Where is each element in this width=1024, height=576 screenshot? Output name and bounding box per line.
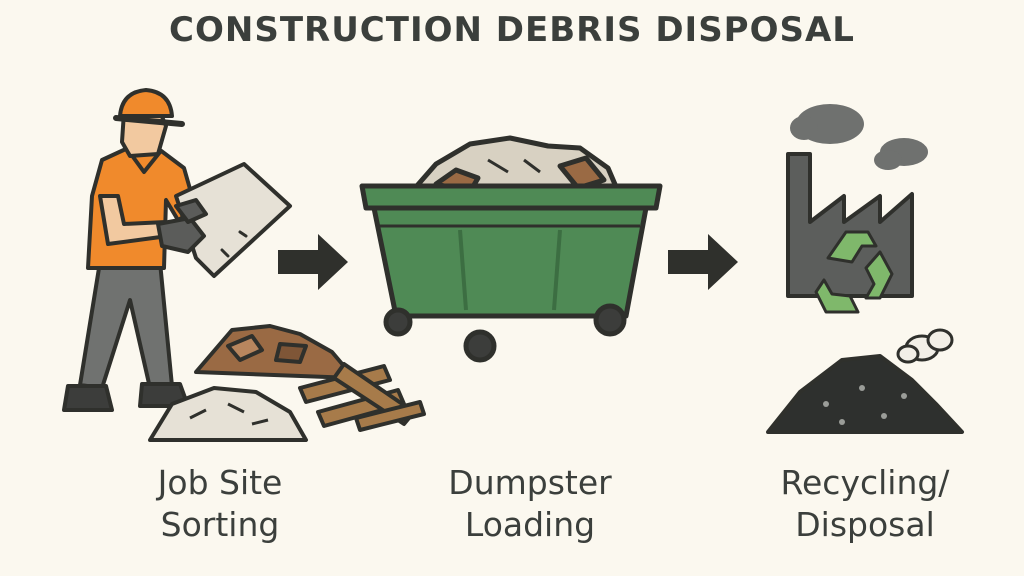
step-label-line: Recycling/ <box>780 463 950 502</box>
step-label-dumpster-loading: Dumpster Loading <box>400 462 660 546</box>
arrow-right-icon <box>668 234 738 290</box>
step-label-line: Job Site <box>157 463 283 502</box>
dust-puff-icon <box>896 328 954 364</box>
diagram-title: CONSTRUCTION DEBRIS DISPOSAL <box>169 10 855 50</box>
arrow-right-icon <box>278 234 348 290</box>
factory-icon <box>786 152 914 298</box>
smoke-cloud-icon <box>790 104 928 170</box>
step-label-line: Sorting <box>160 505 280 544</box>
step-label-job-site-sorting: Job Site Sorting <box>100 462 340 546</box>
wood-debris-pile <box>298 362 426 432</box>
step-label-recycling-disposal: Recycling/ Disposal <box>745 462 985 546</box>
brick-rubble-pile <box>194 324 356 380</box>
dumpster <box>359 135 663 363</box>
step-label-line: Loading <box>464 505 596 544</box>
step-label-line: Disposal <box>795 505 935 544</box>
concrete-rubble-pile <box>148 386 308 442</box>
disposal-pile <box>766 354 964 434</box>
step-label-line: Dumpster <box>448 463 612 502</box>
worker-figure <box>62 88 292 412</box>
recycle-icon <box>814 230 894 314</box>
